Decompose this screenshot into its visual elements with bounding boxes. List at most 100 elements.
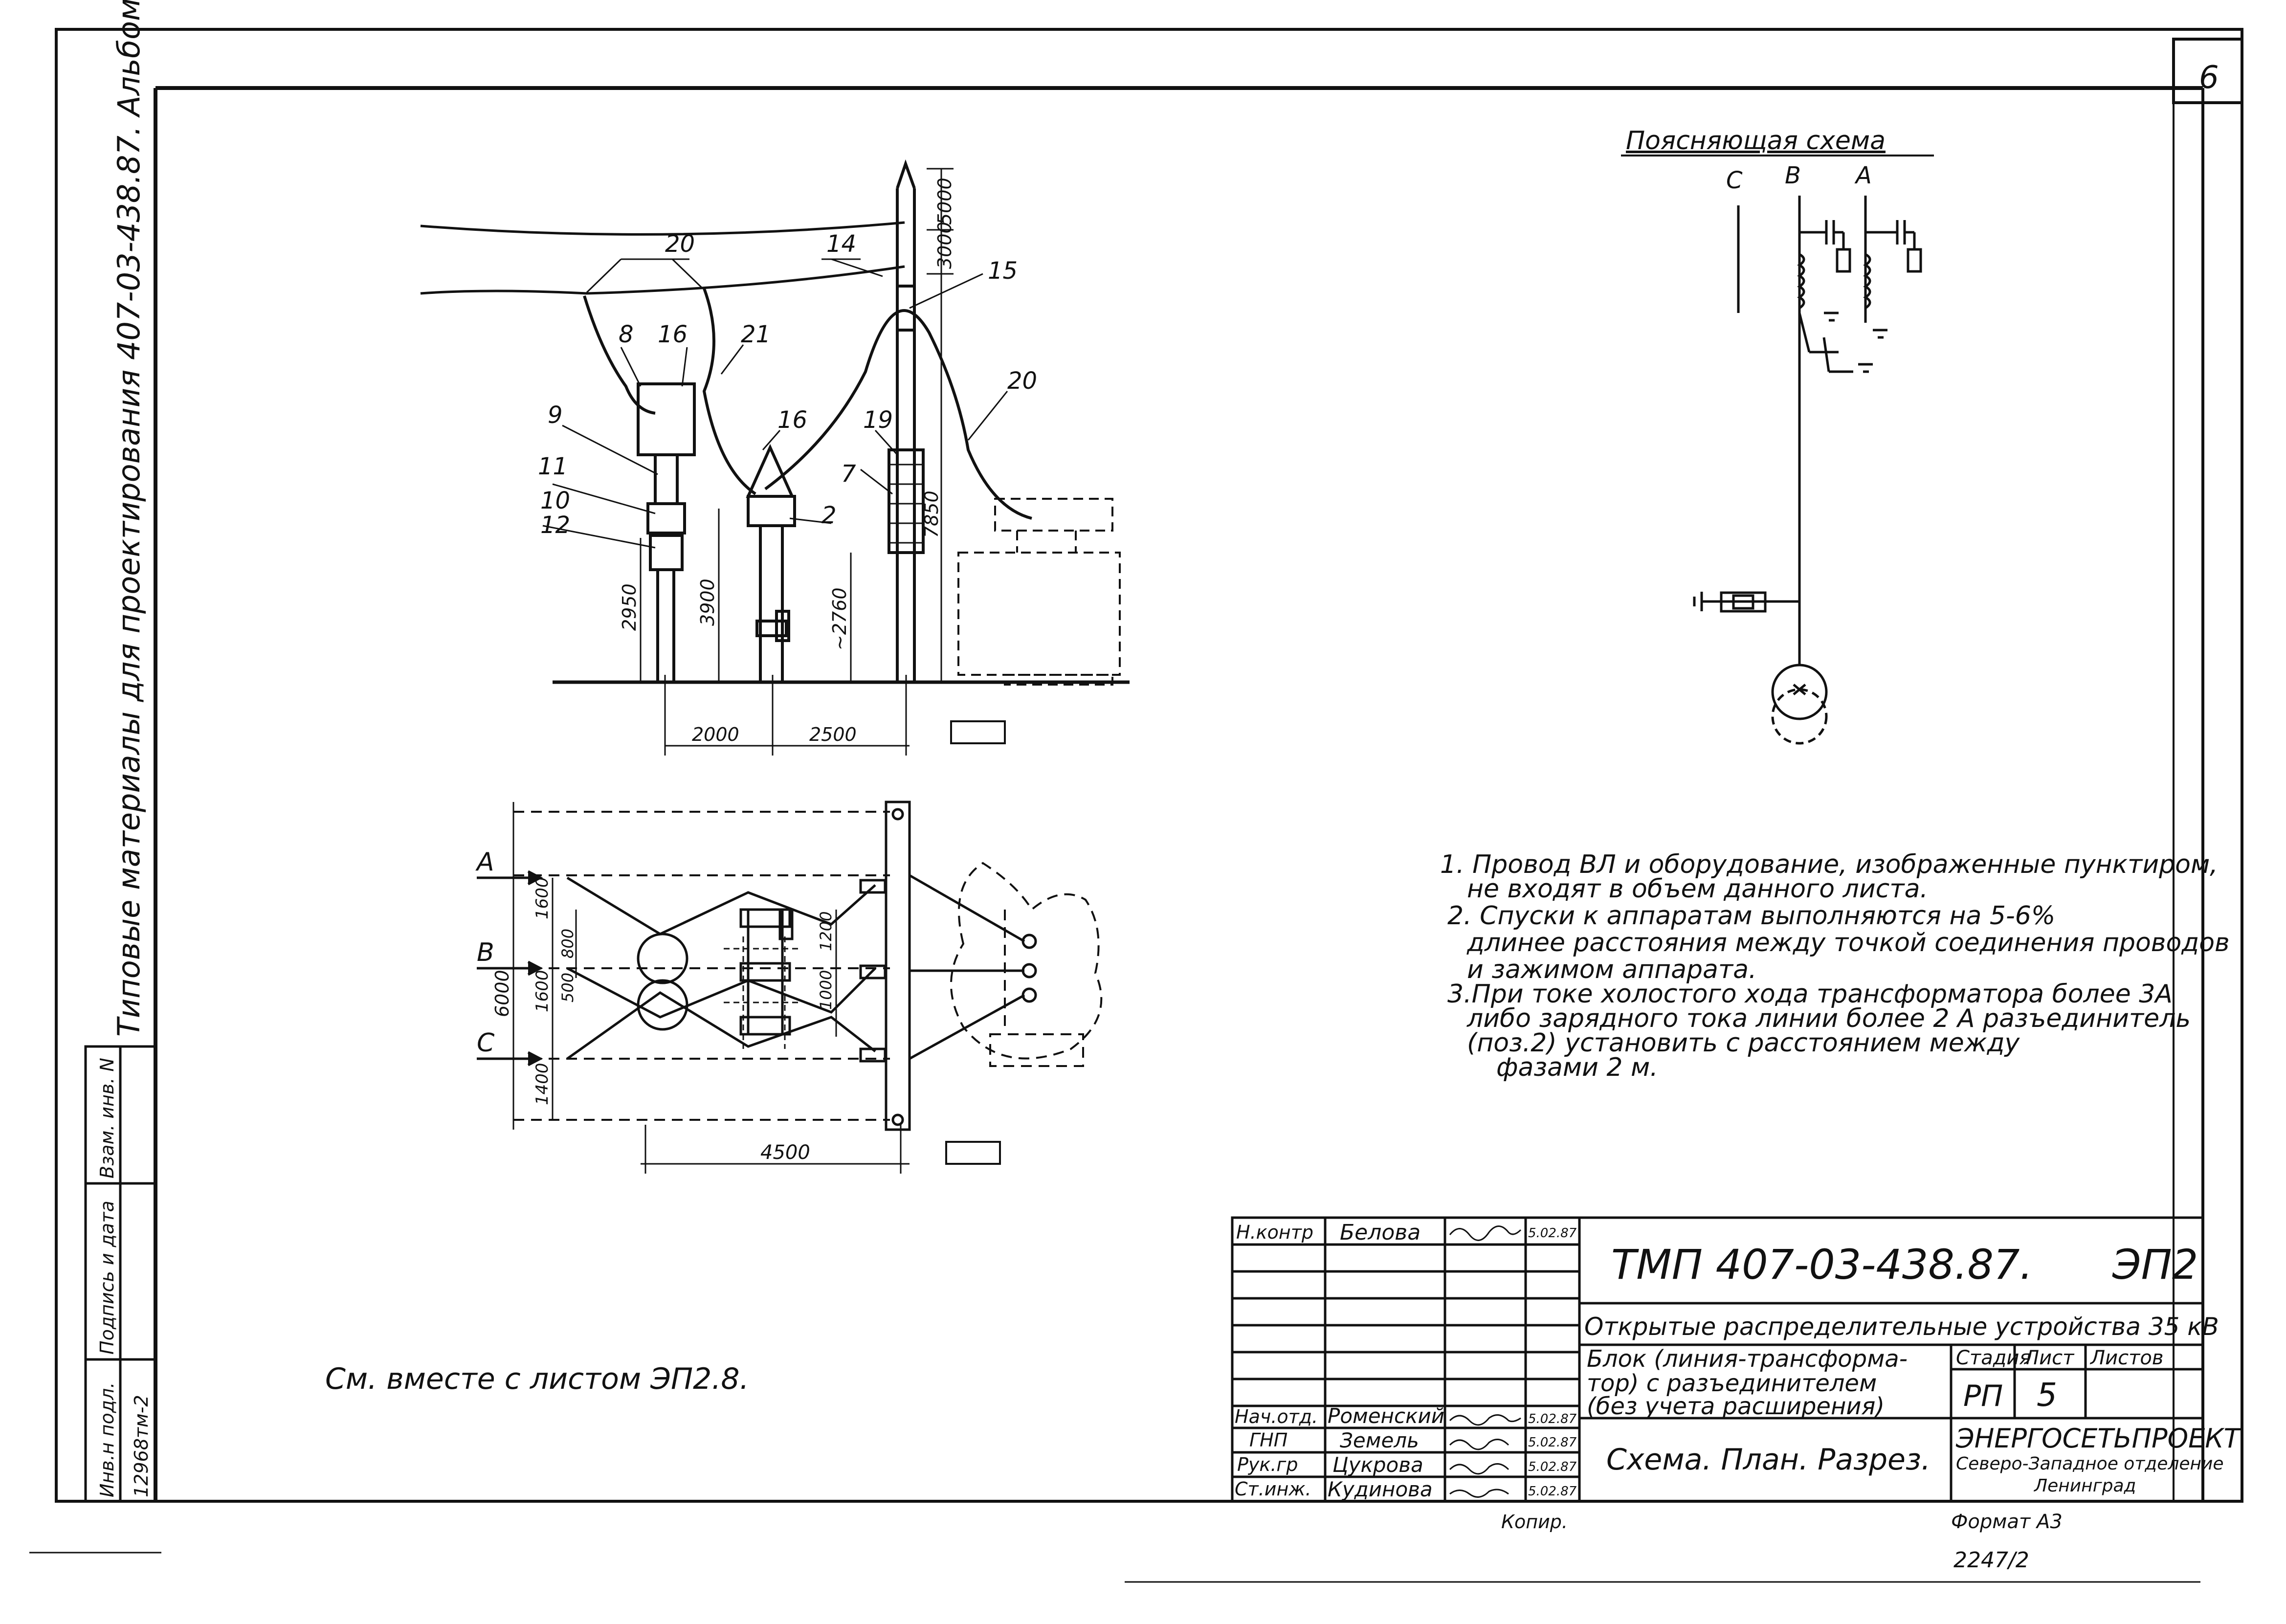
- side-title: Типовые материалы для проектирования 407…: [111, 0, 147, 1037]
- note-line-8: (поз.2) установить с расстоянием между: [1467, 1028, 2020, 1058]
- signer-name-2: Роменский: [1328, 1404, 1444, 1428]
- label-20a: 20: [665, 230, 695, 258]
- sheet-header: Лист: [2023, 1347, 2075, 1369]
- title-block-text: ТМП 407-03-438.87. ЭП2 Открытые распреде…: [1584, 1241, 2242, 1496]
- sheet-title: Схема. План. Разрез.: [1606, 1443, 1931, 1477]
- plan-dim-500: 500: [558, 973, 577, 1002]
- scheme-phase-a: A: [1854, 162, 1872, 189]
- signer-role-5: Ст.инж.: [1235, 1478, 1311, 1500]
- plan-dim-6000: 6000: [491, 970, 513, 1017]
- signer-date-5: 5.02.87: [1528, 1484, 1577, 1499]
- scheme-phase-b: B: [1785, 162, 1801, 189]
- label-2: 2: [821, 502, 837, 529]
- signer-date-2: 5.02.87: [1528, 1412, 1577, 1426]
- stage-header: Стадия: [1956, 1347, 2031, 1369]
- dim-2760: ~2760: [829, 587, 850, 650]
- org-branch: Северо-Западное отделение: [1956, 1454, 2224, 1474]
- signer-name-4: Цукрова: [1332, 1453, 1423, 1477]
- note-line-5: и зажимом аппарата.: [1467, 955, 1757, 984]
- plan-dim-1000: 1000: [817, 970, 835, 1010]
- label-16a: 16: [658, 321, 688, 348]
- notes: 1. Провод ВЛ и оборудование, изображенны…: [1440, 850, 2230, 1082]
- signers: Н.контр Белова 5.02.87 Нач.отд. Роменски…: [1235, 1220, 1577, 1501]
- scheme-phase-c: C: [1726, 167, 1743, 194]
- stage-value: РП: [1963, 1379, 2003, 1413]
- signer-name-3: Земель: [1340, 1428, 1419, 1452]
- side-stamp-col2: Подпись и дата: [96, 1201, 118, 1355]
- label-15: 15: [988, 257, 1018, 285]
- side-stamp-col1: Инв.н подл.: [96, 1382, 118, 1497]
- sheet-value: 5: [2037, 1376, 2057, 1414]
- dim-3900: 3900: [697, 578, 718, 626]
- dim-3000: 3000: [934, 222, 955, 269]
- section-view: [420, 159, 1130, 756]
- dim-2000: 2000: [692, 724, 739, 745]
- label-16b: 16: [777, 406, 807, 434]
- plan-dim-800: 800: [558, 929, 577, 958]
- see-also-note: См. вместе с листом ЭП2.8.: [325, 1362, 749, 1396]
- signer-date-3: 5.02.87: [1528, 1435, 1577, 1450]
- signer-role-2: Нач.отд.: [1235, 1406, 1318, 1427]
- plan-phase-c: C: [477, 1028, 495, 1058]
- signer-role-3: ГНП: [1249, 1429, 1287, 1451]
- side-stamp-inv-value: 12968тм-2: [131, 1395, 152, 1497]
- note-line-6: 3.При токе холостого хода трансформатора…: [1447, 979, 2173, 1009]
- note-line-4: длинее расстояния между точкой соединени…: [1466, 928, 2230, 957]
- note-line-7: либо зарядного тока линии более 2 А разъ…: [1466, 1004, 2191, 1033]
- signer-role-4: Рук.гр: [1237, 1454, 1298, 1475]
- block-name-3: (без учета расширения): [1587, 1393, 1885, 1420]
- bottom-number: 2247/2: [1953, 1548, 2029, 1573]
- plan-phase-a: A: [475, 847, 494, 877]
- dim-7850: 7850: [921, 490, 942, 538]
- sheets-header: Листов: [2089, 1347, 2163, 1369]
- label-21: 21: [741, 321, 771, 348]
- signer-date-1: 5.02.87: [1528, 1226, 1577, 1241]
- label-12: 12: [540, 512, 570, 539]
- title-block-grid: [1231, 1216, 2204, 1503]
- dim-5000: 5000: [934, 178, 955, 225]
- note-line-2: не входят в объем данного листа.: [1467, 874, 1928, 904]
- format-label: Формат А3: [1951, 1511, 2063, 1533]
- signature-scribbles: [1449, 1225, 1522, 1498]
- note-line-1: 1. Провод ВЛ и оборудование, изображенны…: [1440, 850, 2218, 879]
- drawing-code: ТМП 407-03-438.87.: [1611, 1241, 2033, 1289]
- label-11: 11: [538, 453, 568, 480]
- label-8: 8: [619, 321, 634, 348]
- block-name-2: тор) с разъединителем: [1587, 1370, 1877, 1397]
- label-14: 14: [826, 230, 856, 258]
- note-line-9: фазами 2 м.: [1496, 1053, 1658, 1082]
- plan-labels: A B C 6000 1600 1600 1400 800 500 1200 1…: [475, 847, 835, 1164]
- dim-2500: 2500: [809, 724, 857, 745]
- scheme-title: Поясняющая схема: [1626, 126, 1886, 156]
- signer-name-5: Кудинова: [1328, 1477, 1433, 1501]
- drawing-mark: ЭП2: [2112, 1241, 2198, 1289]
- object-name: Открытые распределительные устройства 35…: [1584, 1313, 2219, 1341]
- explanatory-scheme: [1693, 196, 1922, 745]
- label-19: 19: [863, 406, 893, 434]
- plan-view: [477, 801, 1103, 1174]
- sheet-frame: [29, 28, 2243, 1583]
- label-20b: 20: [1007, 367, 1037, 395]
- signer-name-1: Белова: [1340, 1220, 1420, 1245]
- label-10: 10: [540, 487, 570, 514]
- copy-label: Копир.: [1501, 1511, 1568, 1533]
- signer-role-1: Н.контр: [1236, 1222, 1313, 1243]
- plan-dim-1200: 1200: [817, 912, 835, 951]
- org-city: Ленинград: [2033, 1476, 2136, 1496]
- section-dims: 5000 3000 7850 2950 3900 ~2760 2000 2500: [619, 178, 955, 745]
- sheet-number: 6: [2199, 60, 2219, 96]
- scheme-phase-labels: C B A: [1726, 162, 1872, 194]
- plan-dim-4500: 4500: [760, 1141, 810, 1164]
- dim-2950: 2950: [619, 583, 640, 631]
- note-line-3: 2. Спуски к аппаратам выполняются на 5-6…: [1447, 901, 2055, 931]
- signer-date-4: 5.02.87: [1528, 1460, 1577, 1474]
- plan-dim-1400: 1400: [533, 1063, 552, 1105]
- plan-phase-b: B: [477, 938, 494, 967]
- side-stamp: [84, 1045, 157, 1503]
- plan-dim-1600a: 1600: [533, 877, 552, 919]
- block-name-1: Блок (линия-трансформа-: [1587, 1345, 1908, 1373]
- org-name: ЭНЕРГОСЕТЬПРОЕКТ: [1955, 1423, 2242, 1454]
- section-labels: 20 14 15 8 16 21 9 11 10 12 16 19 7 2 20: [538, 230, 1037, 539]
- plan-dim-1600b: 1600: [533, 970, 552, 1012]
